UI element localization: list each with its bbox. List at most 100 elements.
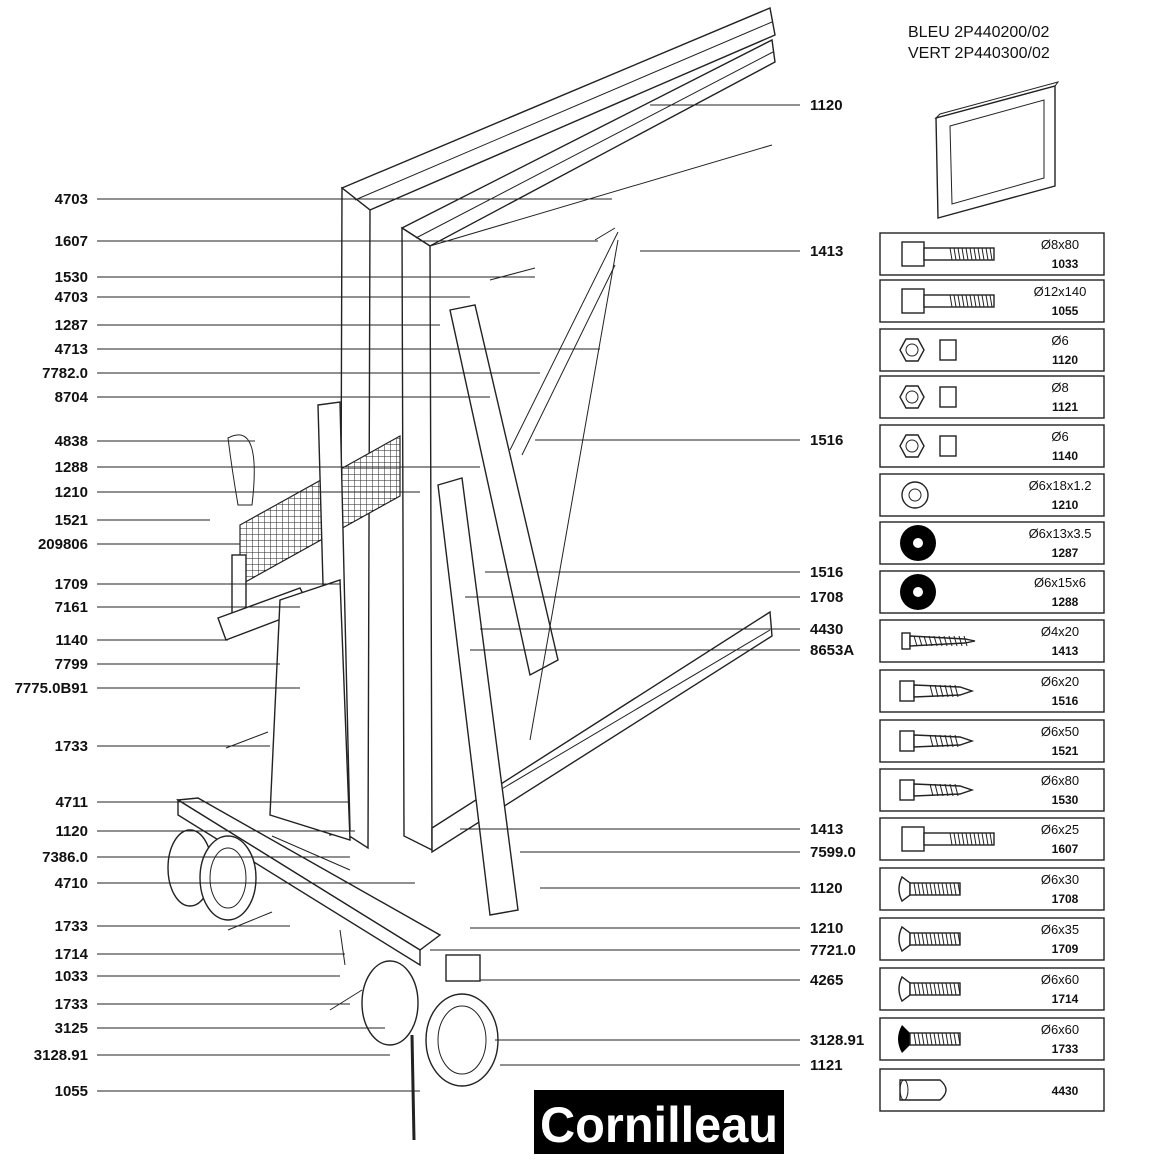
lag-screw-icon <box>899 680 975 702</box>
lag-screw-icon <box>899 779 975 801</box>
part-code: 4430 <box>1052 1084 1079 1098</box>
right-callout-label: 1516 <box>810 564 843 581</box>
left-callouts: 4703160715304703128747137782.08704483812… <box>15 191 612 1100</box>
part-spec: Ø6x30 <box>1041 872 1079 887</box>
right-callout-label: 4430 <box>810 621 843 638</box>
hex-bolt-icon <box>901 288 995 314</box>
right-callout-label: 4265 <box>810 972 843 989</box>
carriage-bolt-icon <box>898 875 961 903</box>
parts-table-row: Ø6x25 1607 <box>879 817 1105 861</box>
hex-bolt-icon <box>901 241 995 267</box>
left-callout-label: 4703 <box>55 191 88 208</box>
left-callout-label: 3128.91 <box>34 1047 88 1064</box>
part-code: 1530 <box>1052 793 1079 807</box>
hex-nut-icon <box>899 434 957 458</box>
right-callout-label: 7721.0 <box>810 942 856 959</box>
lower-support-arm <box>437 477 519 916</box>
part-code: 1708 <box>1052 892 1079 906</box>
parts-table-row: Ø6x80 1530 <box>879 768 1105 812</box>
brand-name: Cornilleau <box>540 1097 778 1153</box>
parts-table-row: Ø6x30 1708 <box>879 867 1105 911</box>
right-callout-label: 8653A <box>810 642 854 659</box>
left-callout-label: 7161 <box>55 599 88 616</box>
part-code: 1140 <box>1052 449 1078 463</box>
left-callout-label: 1709 <box>55 576 88 593</box>
part-spec: Ø6 <box>1051 333 1068 348</box>
left-callout-label: 7799 <box>55 656 88 673</box>
part-spec: Ø8 <box>1051 380 1068 395</box>
left-callout-label: 4710 <box>55 875 88 892</box>
part-spec: Ø6x50 <box>1041 724 1079 739</box>
parts-table-row: Ø8x80 1033 <box>879 232 1105 276</box>
part-code: 1033 <box>1052 257 1079 271</box>
left-callout-label: 1521 <box>55 512 88 529</box>
part-code: 1709 <box>1052 942 1079 956</box>
black-washer-icon <box>900 525 936 561</box>
front-wheel-right <box>425 993 499 1087</box>
parts-table-row: 4430 <box>879 1068 1105 1112</box>
parts-table: Ø8x801033Ø12x1401055Ø61120Ø81121Ø61140Ø6… <box>879 232 1105 1112</box>
end-cap-icon <box>899 1079 947 1101</box>
left-callout-label: 7782.0 <box>42 365 88 382</box>
parts-table-row: Ø8 1121 <box>879 375 1105 419</box>
net <box>0 0 1 1</box>
left-callout-label: 1287 <box>55 317 88 334</box>
left-callout-label: 1733 <box>55 918 88 935</box>
part-code: 1607 <box>1052 842 1079 856</box>
left-callout-label: 1733 <box>55 996 88 1013</box>
right-callout-label: 1210 <box>810 920 843 937</box>
machine-bolt-icon <box>901 826 995 852</box>
part-code: 1287 <box>1052 546 1079 560</box>
table-top-thumbnail <box>934 81 1060 219</box>
end-cap <box>445 954 481 982</box>
part-spec: Ø6x80 <box>1041 773 1079 788</box>
right-callout-label: 1516 <box>810 432 843 449</box>
part-spec: Ø6x60 <box>1041 972 1079 987</box>
rear-wheel-right <box>199 835 257 921</box>
left-callout-label: 1714 <box>55 946 89 963</box>
parts-table-row: Ø6 1120 <box>879 328 1105 372</box>
parts-table-row: Ø6x35 1709 <box>879 917 1105 961</box>
left-callout-label: 1210 <box>55 484 88 501</box>
right-callout-label: 7599.0 <box>810 844 856 861</box>
right-callouts: 1120141315161516170844308653A14137599.01… <box>430 97 864 1074</box>
left-panel <box>269 579 351 841</box>
part-spec: Ø6x20 <box>1041 674 1079 689</box>
part-spec: Ø6x13x3.5 <box>1029 526 1092 541</box>
left-callout-label: 4703 <box>55 289 88 306</box>
flat-washer-icon <box>901 481 929 509</box>
part-spec: Ø6x35 <box>1041 922 1079 937</box>
left-callout-label: 1055 <box>55 1083 88 1100</box>
hex-nut-icon <box>899 385 957 409</box>
front-wheel-left <box>361 960 419 1046</box>
part-code: 1121 <box>1052 400 1078 414</box>
front-table-edge <box>401 226 433 852</box>
right-callout-label: 1120 <box>810 880 843 897</box>
axle-bolt <box>410 1034 416 1141</box>
part-spec: Ø6x18x1.2 <box>1029 478 1092 493</box>
lag-screw-icon <box>899 730 975 752</box>
left-callout-label: 1140 <box>55 632 88 649</box>
carriage-bolt-icon <box>898 975 961 1003</box>
part-spec: Ø8x80 <box>1041 237 1079 252</box>
left-callout-label: 1607 <box>55 233 88 250</box>
parts-table-row: Ø6x13x3.5 1287 <box>879 521 1105 565</box>
part-code: 1055 <box>1052 304 1079 318</box>
part-spec: Ø6x15x6 <box>1034 575 1086 590</box>
back-table-half <box>340 7 776 211</box>
header-line-1: BLEU 2P440200/02 <box>908 24 1050 41</box>
part-spec: Ø6x25 <box>1041 822 1079 837</box>
table-drawing <box>0 0 776 1141</box>
left-callout-label: 4838 <box>55 433 88 450</box>
part-code: 1120 <box>1052 353 1078 367</box>
left-callout-label: 209806 <box>38 536 88 553</box>
header-line-2: VERT 2P440300/02 <box>908 45 1050 62</box>
